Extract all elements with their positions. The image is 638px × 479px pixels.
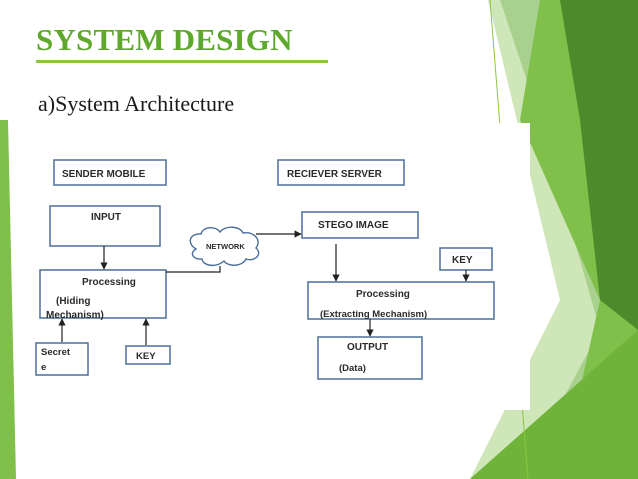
- input-box: INPUT: [49, 205, 161, 247]
- data-label: (Data): [339, 363, 366, 374]
- processing-left-label: Processing: [82, 277, 136, 288]
- output-box: OUTPUT (Data): [317, 336, 423, 380]
- deco-shape-left: [0, 120, 16, 479]
- hiding-line2: Mechanism): [46, 310, 104, 321]
- deco-shape-bottom: [470, 330, 638, 479]
- slide-title: SYSTEM DESIGN: [36, 22, 293, 57]
- key-right-box: KEY: [439, 247, 493, 271]
- sender-mobile-box: SENDER MOBILE: [53, 159, 167, 186]
- deco-shape-dark: [560, 0, 638, 330]
- secret-line1: Secret: [41, 347, 71, 358]
- title-underline: [36, 60, 328, 63]
- line-processing-to-network: [166, 266, 221, 273]
- key-left-box: KEY: [125, 345, 171, 365]
- secret-box: Secret e: [35, 342, 89, 376]
- network-cloud: NETWORK: [189, 226, 260, 266]
- hiding-line1: (Hiding: [56, 296, 90, 307]
- stego-image-label: STEGO IMAGE: [318, 220, 389, 231]
- receiver-server-label: RECIEVER SERVER: [287, 169, 383, 180]
- receiver-server-box: RECIEVER SERVER: [277, 159, 405, 186]
- sender-mobile-label: SENDER MOBILE: [62, 169, 146, 180]
- extracting-label: (Extracting Mechanism): [320, 309, 427, 320]
- processing-extracting-box: Processing (Extracting Mechanism): [307, 281, 495, 320]
- processing-right-label: Processing: [356, 289, 410, 300]
- secret-line2: e: [41, 362, 46, 373]
- key-right-label: KEY: [452, 255, 473, 266]
- key-left-label: KEY: [136, 351, 156, 362]
- output-label: OUTPUT: [347, 342, 388, 353]
- processing-hiding-box: Processing (Hiding Mechanism): [39, 269, 167, 321]
- network-label: NETWORK: [206, 242, 245, 251]
- input-label: INPUT: [91, 212, 121, 223]
- slide-subtitle: a)System Architecture: [38, 91, 235, 116]
- stego-image-box: STEGO IMAGE: [301, 211, 419, 239]
